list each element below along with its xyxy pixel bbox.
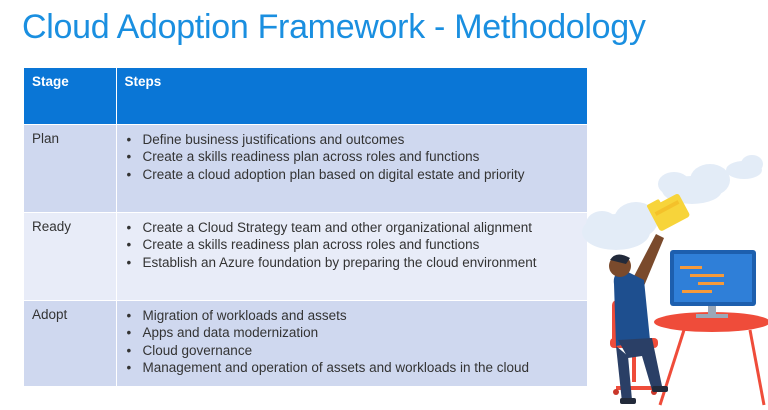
stage-cell: Ready [24,211,117,300]
steps-cell: Define business justifications and outco… [116,123,588,212]
step-item: Create a Cloud Strategy team and other o… [125,219,588,237]
table-row: Ready Create a Cloud Strategy team and o… [24,211,588,300]
step-item: Migration of workloads and assets [125,307,588,325]
cloud-icon [726,155,763,179]
folder-icon [647,194,690,231]
table-header-row: Stage Steps [24,68,587,124]
step-item: Establish an Azure foundation by prepari… [125,254,588,272]
steps-cell: Migration of workloads and assets Apps a… [116,299,588,386]
monitor-icon [670,250,756,318]
header-stage: Stage [24,68,117,124]
steps-list: Create a Cloud Strategy team and other o… [125,219,588,272]
steps-list: Define business justifications and outco… [125,131,588,184]
stage-cell: Plan [24,123,117,212]
table-row: Plan Define business justifications and … [24,123,588,212]
cloud-icon [582,202,658,250]
step-item: Define business justifications and outco… [125,131,588,149]
table-row: Adopt Migration of workloads and assets … [24,299,588,386]
step-item: Apps and data modernization [125,324,588,342]
stage-cell: Adopt [24,299,117,386]
step-item: Create a cloud adoption plan based on di… [125,166,588,184]
steps-cell: Create a Cloud Strategy team and other o… [116,211,588,300]
step-item: Create a skills readiness plan across ro… [125,148,588,166]
cloud-adoption-illustration [582,155,768,406]
step-item: Cloud governance [125,342,588,360]
header-steps: Steps [116,68,587,124]
step-item: Create a skills readiness plan across ro… [125,236,588,254]
person-icon [609,234,668,404]
desk-icon [654,312,768,406]
steps-list: Migration of workloads and assets Apps a… [125,307,588,377]
methodology-table: Stage Steps Plan Define business justifi… [24,68,587,386]
page-title: Cloud Adoption Framework - Methodology [22,8,646,46]
step-item: Management and operation of assets and w… [125,359,588,377]
